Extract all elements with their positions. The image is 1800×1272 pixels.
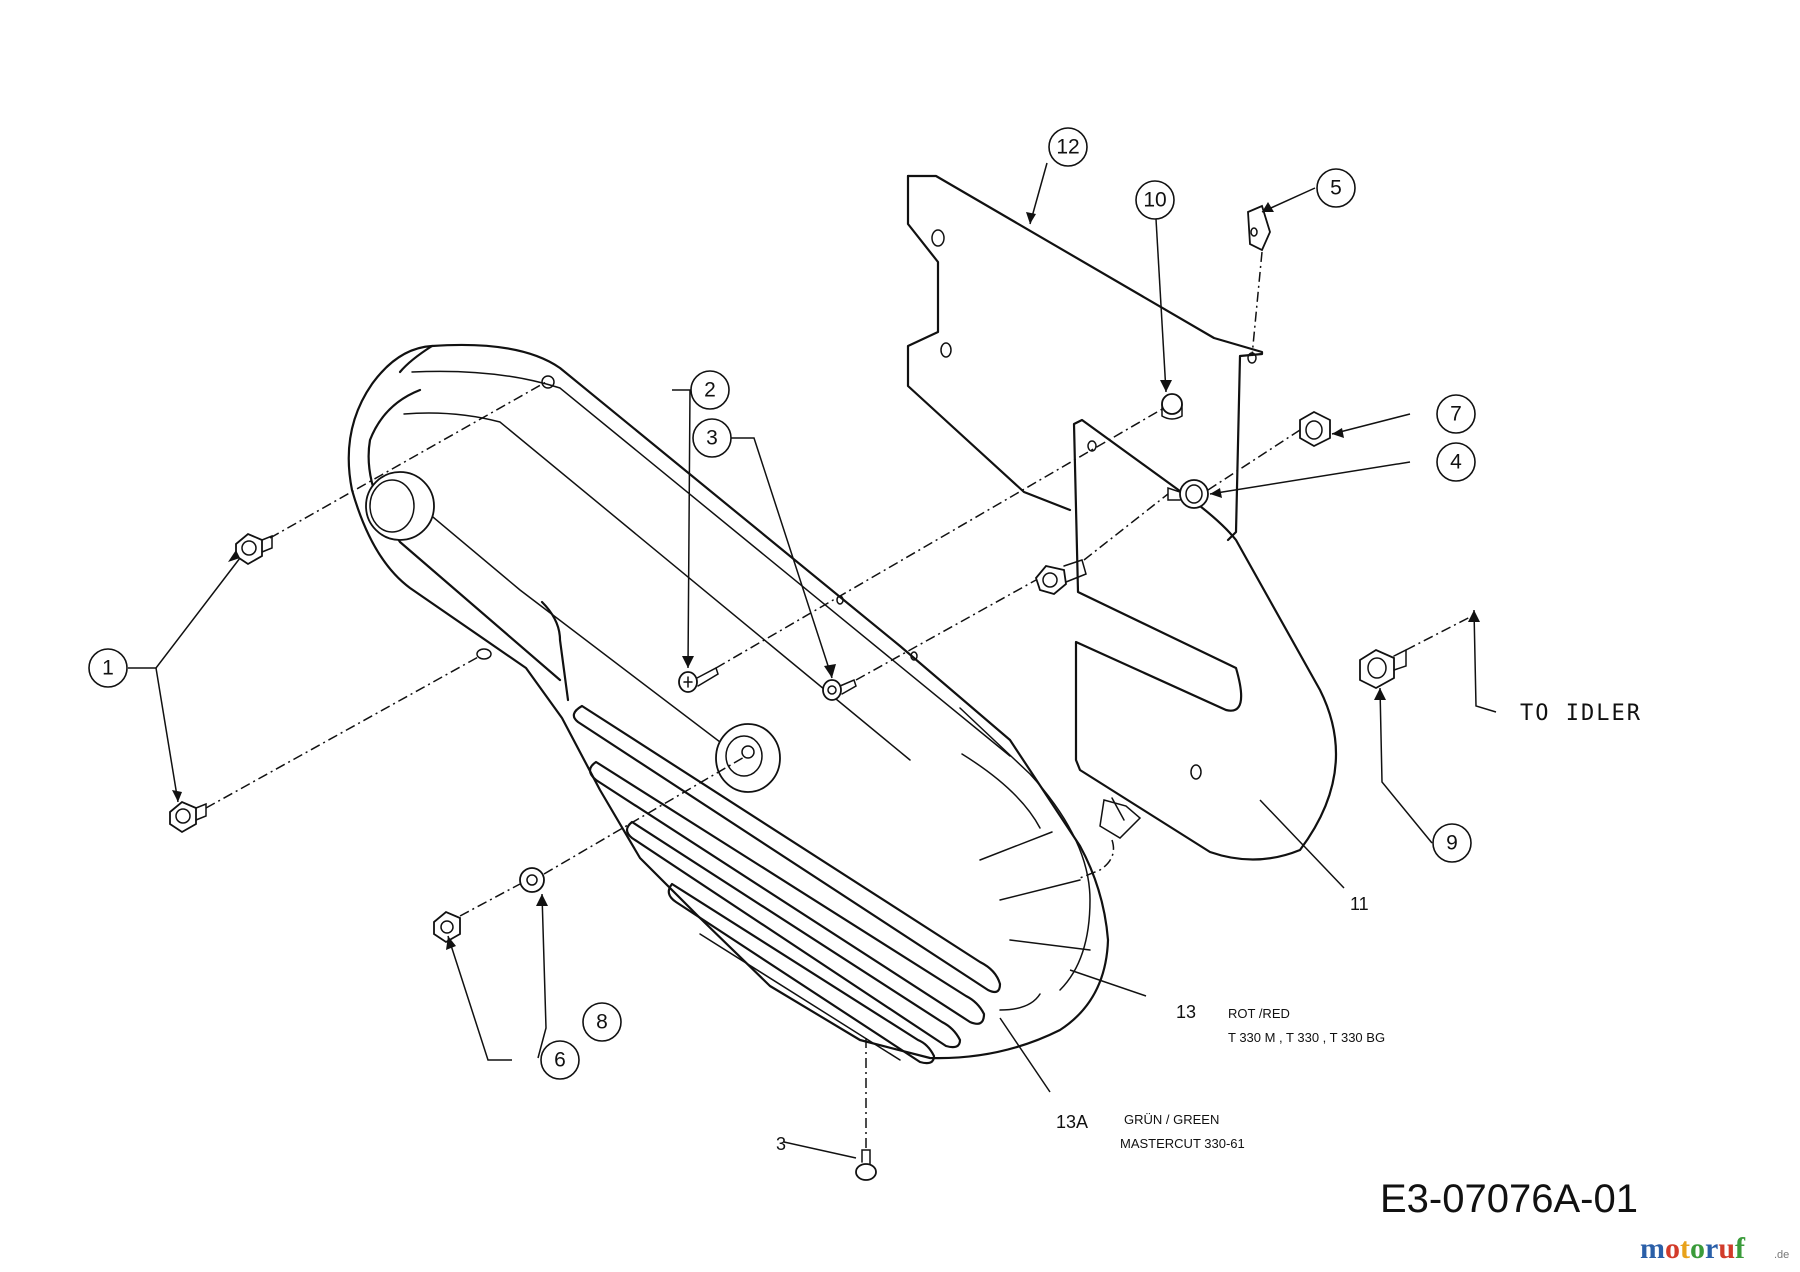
bolt-4 bbox=[1167, 479, 1209, 509]
nut-7 bbox=[1299, 410, 1331, 448]
label-13-note-2: T 330 M , T 330 , T 330 BG bbox=[1228, 1030, 1385, 1045]
screw-2 bbox=[678, 666, 719, 693]
bolt-9 bbox=[1359, 648, 1407, 690]
bolt-1-bottom bbox=[169, 800, 207, 834]
label-13a-note-2: MASTERCUT 330-61 bbox=[1120, 1136, 1245, 1151]
label-3-bottom: 3 bbox=[776, 1134, 786, 1154]
callout-6-text: 6 bbox=[554, 1049, 566, 1072]
callout-2: 2 bbox=[690, 370, 730, 410]
label-to-idler: TO IDLER bbox=[1520, 701, 1642, 726]
label-13-note-1: ROT /RED bbox=[1228, 1006, 1290, 1021]
callout-1-text: 1 bbox=[102, 657, 114, 680]
belt-cover-13 bbox=[347, 343, 1110, 1065]
idler-plate-11 bbox=[1072, 418, 1338, 879]
callout-12: 12 bbox=[1048, 127, 1088, 167]
callout-3: 3 bbox=[692, 418, 732, 458]
callout-6: 6 bbox=[540, 1040, 580, 1080]
callout-5-text: 5 bbox=[1330, 177, 1342, 200]
drawing-number: E3-07076A-01 bbox=[1380, 1177, 1638, 1221]
callout-2-text: 2 bbox=[704, 379, 716, 402]
callout-4: 4 bbox=[1436, 442, 1476, 482]
bolt-1-top bbox=[235, 532, 273, 566]
washer-8 bbox=[519, 867, 545, 893]
watermark-logo: motoruf .de bbox=[1640, 1232, 1789, 1265]
screw-3-bottom bbox=[855, 1149, 877, 1181]
clip-5 bbox=[1247, 204, 1271, 252]
pivot-bolt bbox=[1034, 559, 1087, 595]
callout-12-text: 12 bbox=[1056, 136, 1079, 159]
callout-4-text: 4 bbox=[1450, 451, 1462, 474]
callout-9-text: 9 bbox=[1446, 832, 1458, 855]
callout-10-text: 10 bbox=[1143, 189, 1166, 212]
arrowheads bbox=[172, 202, 1480, 950]
watermark-suffix: .de bbox=[1774, 1249, 1789, 1261]
nut-6 bbox=[433, 910, 461, 944]
leader-lines bbox=[128, 162, 1497, 1159]
callout-7-text: 7 bbox=[1450, 403, 1462, 426]
label-13a-note-1: GRÜN / GREEN bbox=[1124, 1112, 1219, 1127]
bracket-plate-12 bbox=[906, 174, 1264, 542]
callout-1: 1 bbox=[88, 648, 128, 688]
spacer-10 bbox=[1161, 393, 1183, 420]
watermark-text: motoruf bbox=[1640, 1232, 1746, 1265]
callout-7: 7 bbox=[1436, 394, 1476, 434]
callout-8: 8 bbox=[582, 1002, 622, 1042]
screw-3-top bbox=[822, 678, 857, 701]
callout-5: 5 bbox=[1316, 168, 1356, 208]
label-13a: 13A bbox=[1056, 1112, 1088, 1132]
callout-9: 9 bbox=[1432, 823, 1472, 863]
callout-8-text: 8 bbox=[596, 1011, 608, 1034]
assembly-lines bbox=[205, 251, 1477, 1150]
label-11: 11 bbox=[1350, 894, 1369, 914]
callout-10: 10 bbox=[1135, 180, 1175, 220]
callout-3-text: 3 bbox=[706, 427, 718, 450]
label-13: 13 bbox=[1176, 1002, 1196, 1022]
